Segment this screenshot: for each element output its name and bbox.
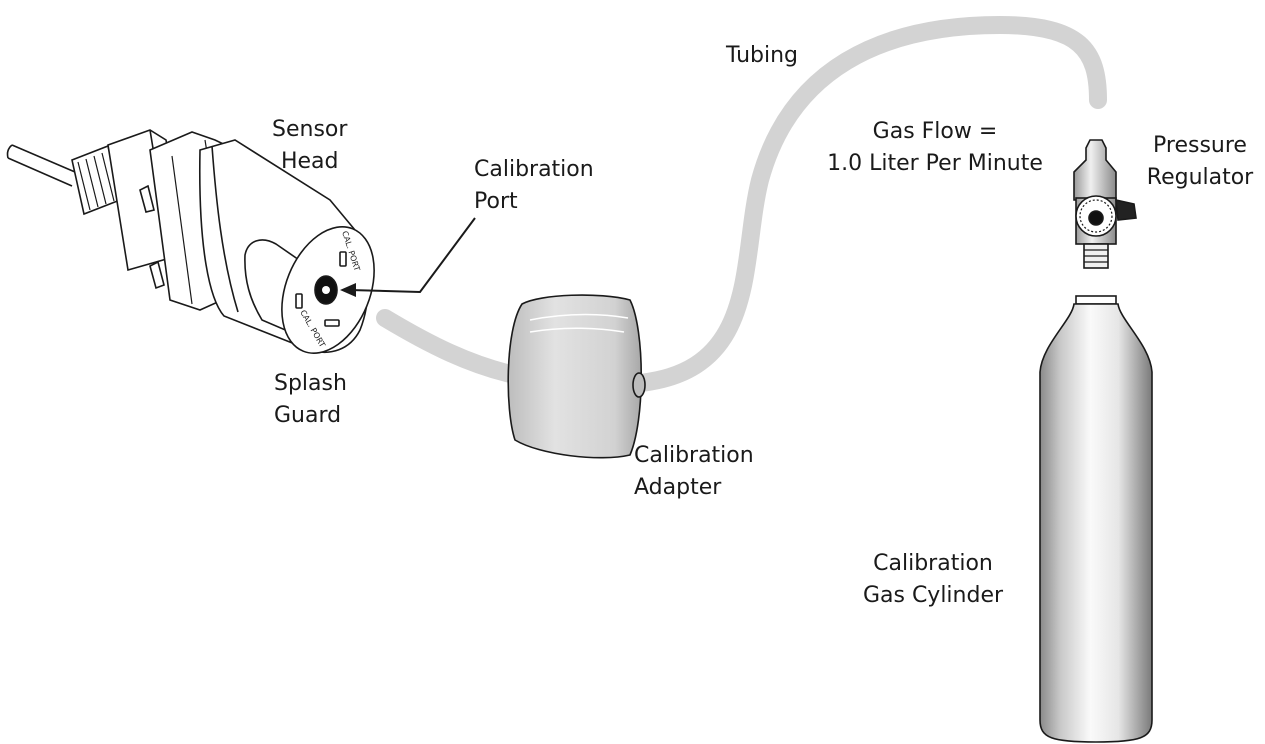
calibration-port-arrow <box>340 217 476 297</box>
tubing-segment-main <box>631 15 1107 392</box>
sensor-head-label: Sensor Head <box>272 117 348 174</box>
gas-flow-label: Gas Flow = 1.0 Liter Per Minute <box>827 119 1043 176</box>
sensor-cable <box>6 144 76 187</box>
pressure-regulator <box>1073 139 1137 269</box>
calibration-adapter <box>507 294 646 459</box>
pressure-regulator-label: Pressure Regulator <box>1146 133 1254 190</box>
tubing-segment-sensor <box>376 309 524 384</box>
calibration-gas-cylinder <box>1039 295 1153 743</box>
calibration-port-label: Calibration Port <box>474 157 594 214</box>
splash-guard-label: Splash Guard <box>274 371 347 428</box>
tubing-label: Tubing <box>726 43 799 68</box>
calibration-adapter-label: Calibration Adapter <box>634 443 754 500</box>
sensor-head <box>71 129 375 354</box>
calibration-gas-cylinder-label: Calibration Gas Cylinder <box>862 551 1004 608</box>
